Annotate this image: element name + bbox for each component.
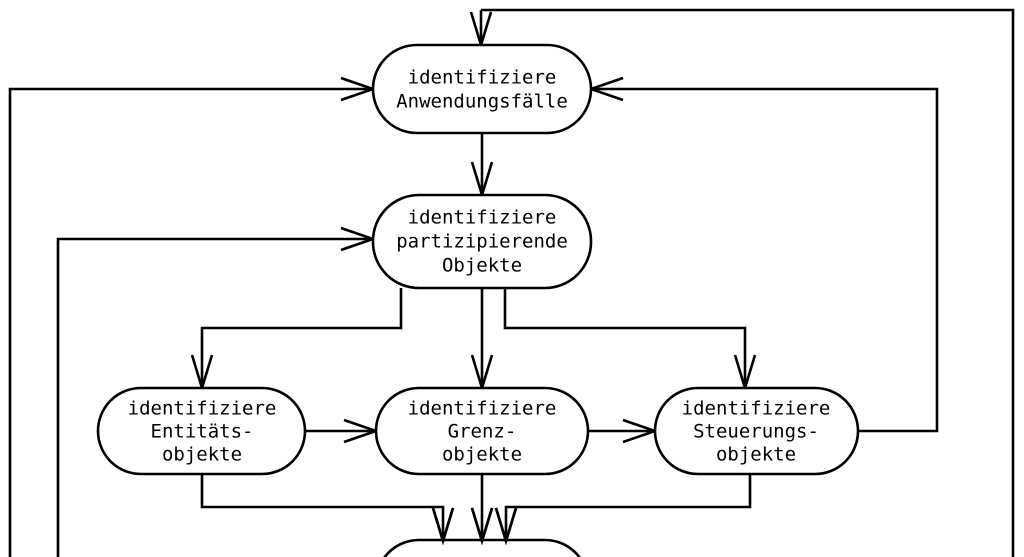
node-partizipierende-line3: Objekte <box>442 255 522 277</box>
edge-outer-right-loop <box>481 8 1015 557</box>
node-partizipierende[interactable]: identifiziere partizipierende Objekte <box>371 193 593 290</box>
edge-steuerungs-to-anwendungsfaelle <box>591 87 939 433</box>
node-steuerungsobjekte-line3: objekte <box>716 444 796 466</box>
node-steuerungsobjekte-line2: Steuerungs- <box>693 421 819 443</box>
edge-partizipierende-to-steuerungs <box>503 288 747 388</box>
node-entitaetsobjekte-line2: Entitäts- <box>151 421 254 443</box>
arrowhead-bottom-right-overlay <box>494 507 518 546</box>
node-grenzobjekte-shape[interactable] <box>374 386 590 476</box>
node-grenzobjekte[interactable]: identifiziere Grenz- objekte <box>374 386 590 476</box>
edge-steuerungs-to-bottom <box>504 474 752 541</box>
node-anwendungsfaelle-shape[interactable] <box>371 43 593 135</box>
node-steuerungsobjekte-line1: identifiziere <box>682 398 831 420</box>
edge-left-inner-loop <box>56 237 373 557</box>
bottom-arrowheads-overlay <box>431 507 518 546</box>
node-steuerungsobjekte[interactable]: identifiziere Steuerungs- objekte <box>653 386 860 476</box>
edge-entitaets-to-bottom <box>200 474 445 541</box>
node-entitaetsobjekte-line1: identifiziere <box>128 398 277 420</box>
node-anwendungsfaelle-line1: identifiziere <box>408 67 557 89</box>
node-anwendungsfaelle[interactable]: identifiziere Anwendungsfälle <box>371 43 593 135</box>
node-entitaetsobjekte-line3: objekte <box>162 444 242 466</box>
node-partizipierende-line2: partizipierende <box>396 231 568 253</box>
node-partizipierende-shape[interactable] <box>371 193 593 290</box>
node-grenzobjekte-line3: objekte <box>442 444 522 466</box>
node-anwendungsfaelle-line2: Anwendungsfälle <box>396 91 568 113</box>
node-partizipierende-line1: identifiziere <box>408 207 557 229</box>
edge-left-outer-loop <box>8 87 373 557</box>
arrowhead-bottom-left-overlay <box>431 507 455 546</box>
node-steuerungsobjekte-shape[interactable] <box>653 386 860 476</box>
node-grenzobjekte-line2: Grenz- <box>448 421 517 443</box>
node-entitaetsobjekte-shape[interactable] <box>96 386 307 476</box>
arrowhead-bottom-middle-overlay <box>470 507 494 546</box>
edge-partizipierende-to-entitaets <box>200 288 403 388</box>
node-entitaetsobjekte[interactable]: identifiziere Entitäts- objekte <box>96 386 307 476</box>
node-grenzobjekte-line1: identifiziere <box>408 398 557 420</box>
